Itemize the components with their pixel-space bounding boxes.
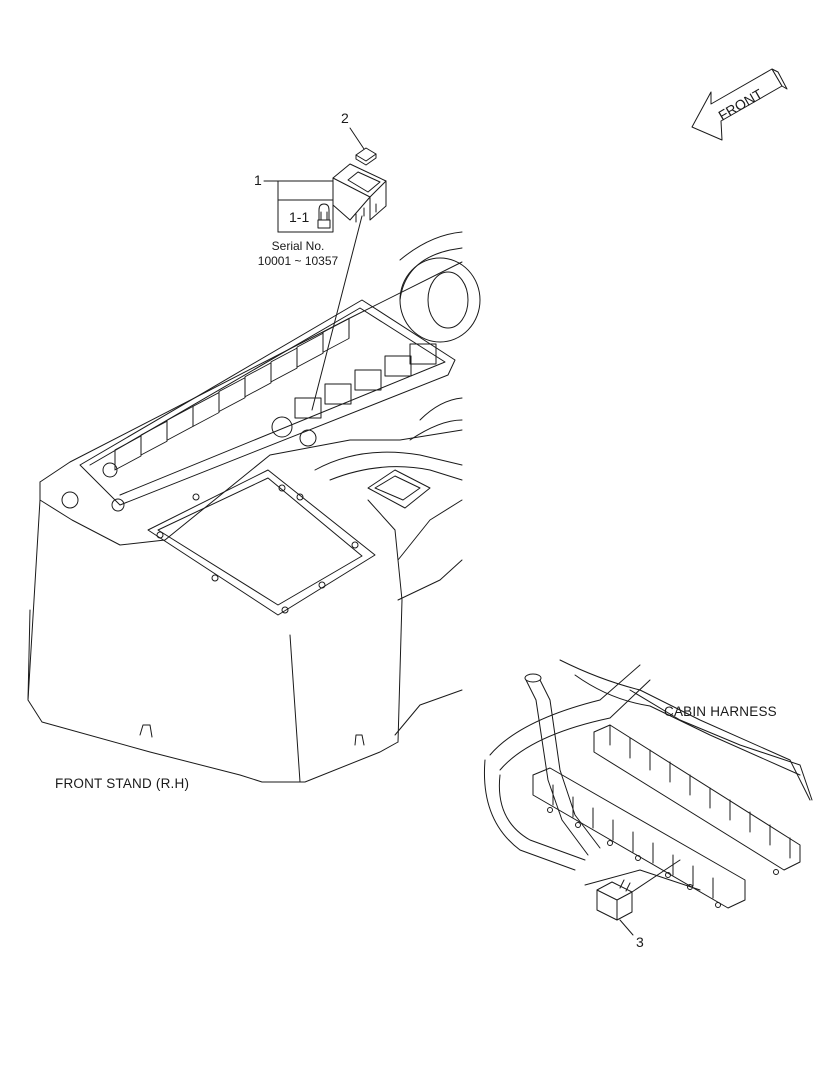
front-arrow-label: FRONT [716, 85, 766, 123]
switch-row-upper [114, 317, 350, 471]
callout-1-1: 1-1 [289, 209, 310, 225]
callout-1: 1 [254, 172, 262, 188]
cab-side-details [314, 231, 481, 509]
callout-2: 2 [341, 110, 349, 126]
switch-panel [61, 299, 456, 512]
cabin-harness-label: CABIN HARNESS [664, 704, 777, 719]
relay-part-3 [596, 859, 681, 936]
front-arrow-icon [691, 68, 788, 141]
bulb-icon [317, 203, 331, 229]
cabin-harness-cables [483, 659, 813, 891]
front-stand-label: FRONT STAND (R.H) [55, 776, 190, 791]
relay-row-lower [532, 767, 779, 909]
serial-number-title: Serial No. [271, 239, 325, 253]
service-cover [147, 469, 376, 616]
part-1-bracket [263, 180, 334, 233]
serial-number-note: Serial No. 10001 ~ 10357 [252, 239, 344, 269]
switch-row-lower [294, 343, 437, 419]
switch-cap-part-2 [349, 127, 377, 166]
switch-part-1 [311, 163, 387, 411]
front-stand-console [27, 261, 463, 783]
callout-3: 3 [636, 934, 644, 950]
serial-number-range: 10001 ~ 10357 [257, 254, 339, 268]
relay-row-upper [593, 724, 801, 871]
